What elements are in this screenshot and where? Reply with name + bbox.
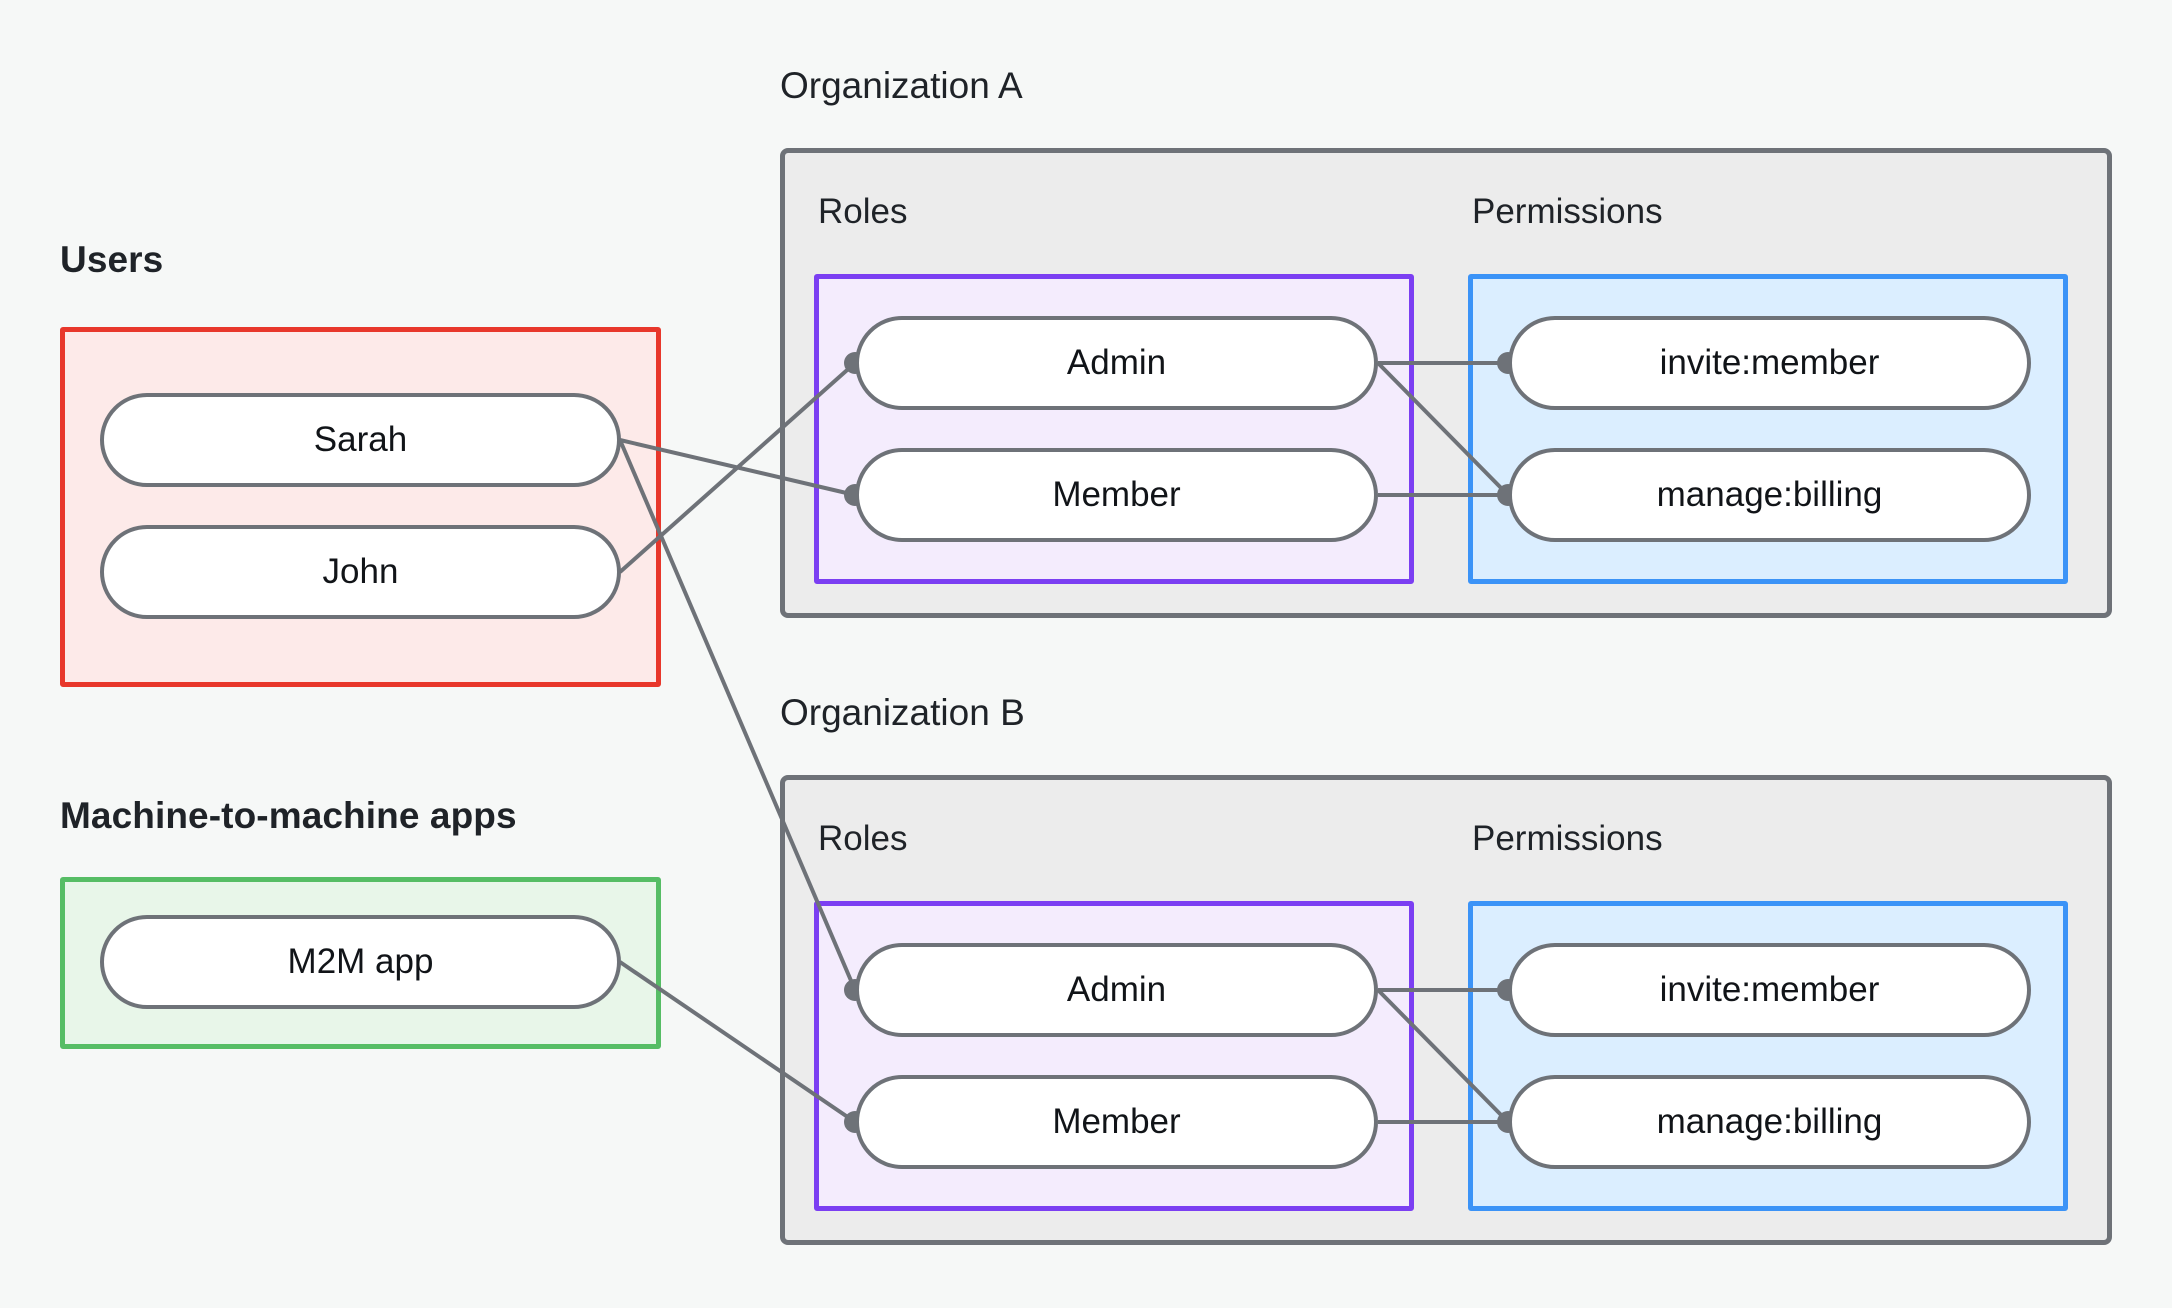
node-orgB-role-admin[interactable]: Admin [855, 943, 1378, 1037]
node-user-john[interactable]: John [100, 525, 621, 619]
node-orgA-permission-manage-billing[interactable]: manage:billing [1508, 448, 2031, 542]
node-orgB-permission-invite-member[interactable]: invite:member [1508, 943, 2031, 1037]
organization-b-permissions-title: Permissions [1472, 819, 1663, 858]
organization-a-title: Organization A [780, 65, 1023, 106]
node-orgA-role-member[interactable]: Member [855, 448, 1378, 542]
organization-a-roles-title: Roles [818, 192, 908, 231]
node-user-sarah[interactable]: Sarah [100, 393, 621, 487]
node-m2m-app[interactable]: M2M app [100, 915, 621, 1009]
node-orgB-permission-manage-billing[interactable]: manage:billing [1508, 1075, 2031, 1169]
users-cluster [60, 327, 661, 687]
m2m-group-title: Machine-to-machine apps [60, 795, 517, 836]
organization-b-roles-title: Roles [818, 819, 908, 858]
node-orgB-role-member[interactable]: Member [855, 1075, 1378, 1169]
organization-b-title: Organization B [780, 692, 1025, 733]
node-orgA-role-admin[interactable]: Admin [855, 316, 1378, 410]
organization-a-permissions-title: Permissions [1472, 192, 1663, 231]
users-group-title: Users [60, 239, 164, 280]
node-orgA-permission-invite-member[interactable]: invite:member [1508, 316, 2031, 410]
